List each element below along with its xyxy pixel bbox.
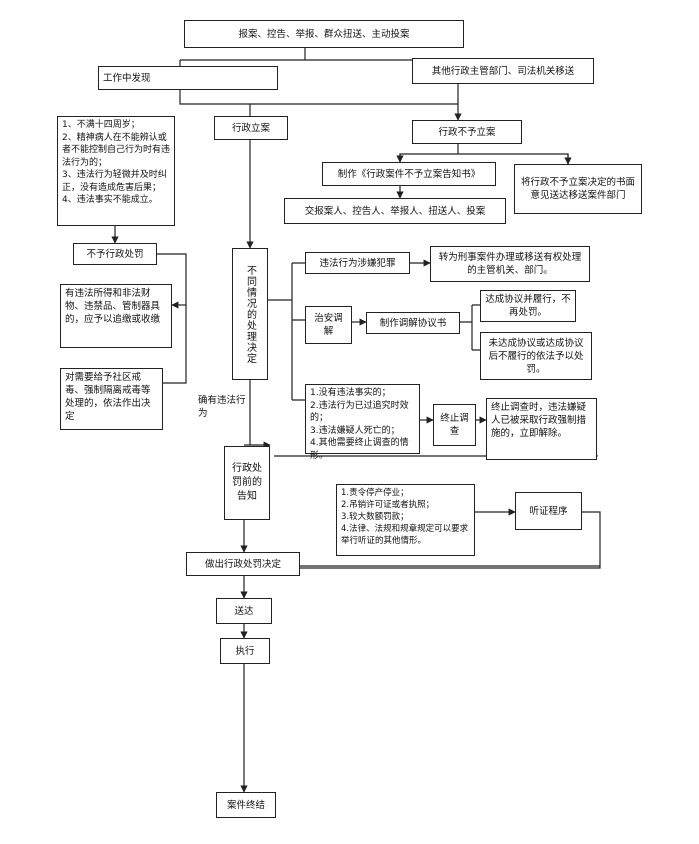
confiscate-box: 有违法所得和非法财物、违禁品、管制器具的，应予以追缴或收缴 (60, 284, 172, 348)
confiscate-text: 有违法所得和非法财物、违禁品、管制器具的，应予以追缴或收缴 (65, 288, 161, 325)
no-penalty-conditions-text: 1、不满十四周岁； 2、精神病人在不能辨认或者不能控制自己行为时有违法行为的； … (62, 120, 171, 205)
delivery-box: 送达 (216, 598, 272, 624)
delivery-label: 送达 (234, 605, 254, 617)
execution-label: 执行 (235, 645, 255, 657)
hand-over-parties-box: 交报案人、控告人、举报人、扭送人、投案 (284, 198, 506, 224)
execution-box: 执行 (220, 638, 270, 664)
agreement-not-done-label: 未达成协议或达成协议后不履行的依法予以处罚。 (488, 337, 584, 375)
admin-filing-label: 行政立案 (231, 122, 270, 134)
hearing-conditions-text: 1.责令停产停业； 2.吊销许可证或者执照； 3.较大数额罚款； 4.法律、法规… (341, 488, 469, 546)
pre-penalty-notice-box: 行政处罚前的告知 (224, 446, 270, 520)
make-decision-label: 做出行政处罚决定 (204, 558, 281, 570)
termination-conditions-box: 1.没有违法事实的； 2.违法行为已过追究时效的； 3.违法嫌疑人死亡的； 4.… (305, 384, 420, 461)
hearing-conditions-box: 1.责令停产停业； 2.吊销许可证或者执照； 3.较大数额罚款； 4.法律、法规… (336, 484, 475, 556)
has-violation-note: 确有违法行为 (198, 394, 254, 420)
has-violation-text: 确有违法行为 (198, 395, 246, 419)
agreement-done-label: 达成协议并履行，不再处罚。 (485, 294, 571, 318)
hand-over-parties-label: 交报案人、控告人、举报人、扭送人、投案 (304, 205, 486, 217)
terminate-investigation-label: 终止调查 (440, 413, 469, 437)
forward-decision-box: 将行政不予立案决定的书面意见送达移送案件部门 (514, 164, 642, 214)
no-penalty-conditions-box: 1、不满十四周岁； 2、精神病人在不能辨认或者不能控制自己行为时有违法行为的； … (57, 116, 175, 226)
community-rehab-text: 对需要给予社区戒毒、强制隔离戒毒等处理的，依法作出决定 (65, 372, 151, 422)
admin-filing-box: 行政立案 (214, 116, 288, 140)
terminate-result-box: 终止调查时，违法嫌疑人已被采取行政强制措施的，立即解除。 (486, 398, 597, 460)
agreement-done-box: 达成协议并履行，不再处罚。 (480, 290, 576, 322)
top-sources-box: 报案、控告、举报、群众扭送、主动投案 (184, 20, 464, 48)
make-mediation-label: 制作调解协议书 (379, 317, 447, 329)
crime-suspect-box: 违法行为涉嫌犯罪 (305, 252, 410, 274)
found-at-work-box: 工作中发现 (98, 66, 278, 90)
community-rehab-box: 对需要给予社区戒毒、强制隔离戒毒等处理的，依法作出决定 (60, 368, 163, 430)
termination-conditions-text: 1.没有违法事实的； 2.违法行为已过追究时效的； 3.违法嫌疑人死亡的； 4.… (310, 388, 409, 461)
hearing-box: 听证程序 (515, 492, 582, 530)
case-closed-box: 案件终结 (216, 792, 276, 818)
mediation-label: 治安调解 (314, 313, 343, 337)
different-decisions-label: 不同情况的处理决定 (244, 264, 256, 364)
transfer-other-label: 其他行政主管部门、司法机关移送 (431, 65, 575, 77)
make-mediation-box: 制作调解协议书 (366, 312, 460, 334)
crime-suspect-label: 违法行为涉嫌犯罪 (319, 257, 396, 269)
no-filing-label: 行政不予立案 (438, 126, 496, 138)
top-sources-label: 报案、控告、举报、群众扭送、主动投案 (238, 28, 410, 40)
terminate-investigation-box: 终止调查 (433, 404, 476, 446)
case-closed-label: 案件终结 (226, 799, 265, 811)
make-notice-label: 制作《行政案件不予立案告知书》 (337, 168, 481, 180)
forward-decision-label: 将行政不予立案决定的书面意见送达移送案件部门 (520, 177, 635, 201)
transfer-criminal-box: 转为刑事案件办理或移送有权处理的主管机关、部门。 (430, 246, 590, 282)
no-admin-penalty-label: 不予行政处罚 (86, 248, 144, 260)
different-decisions-box: 不同情况的处理决定 (232, 248, 268, 380)
transfer-criminal-label: 转为刑事案件办理或移送有权处理的主管机关、部门。 (438, 252, 582, 276)
agreement-not-done-box: 未达成协议或达成协议后不履行的依法予以处罚。 (480, 332, 592, 380)
found-at-work-label: 工作中发现 (103, 72, 151, 84)
mediation-box: 治安调解 (305, 306, 352, 344)
make-notice-box: 制作《行政案件不予立案告知书》 (322, 162, 496, 186)
pre-penalty-notice-label: 行政处罚前的告知 (232, 463, 262, 502)
terminate-result-text: 终止调查时，违法嫌疑人已被采取行政强制措施的，立即解除。 (491, 402, 587, 439)
transfer-other-box: 其他行政主管部门、司法机关移送 (412, 58, 594, 84)
no-filing-box: 行政不予立案 (412, 120, 522, 144)
hearing-label: 听证程序 (529, 505, 568, 517)
make-decision-box: 做出行政处罚决定 (186, 552, 300, 576)
no-admin-penalty-box: 不予行政处罚 (73, 243, 157, 265)
